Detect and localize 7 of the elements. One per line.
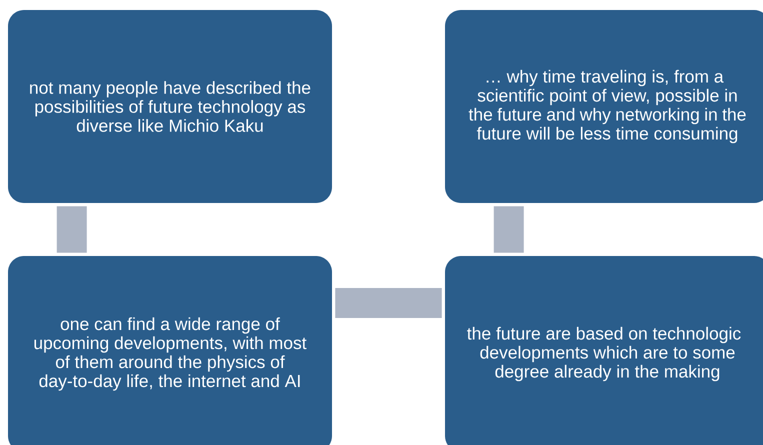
text-box: one can find a wide range of upcoming developments, with most of them around the physics of day-to-day life, the internet and AI: [8, 256, 332, 445]
connector-bar: [494, 206, 524, 253]
connector-bar: [335, 288, 442, 318]
text-box: the future are based on technologic developments which are to some degree already in the making: [445, 256, 763, 445]
text-box: not many people have described the possibilities of future technology as diverse like Michio Kaku: [8, 10, 332, 203]
connector-bar: [56, 206, 87, 253]
text-box: … why time traveling is, from a scientific point of view, possible in the future and why networking in the future will be less time consuming: [445, 10, 763, 203]
